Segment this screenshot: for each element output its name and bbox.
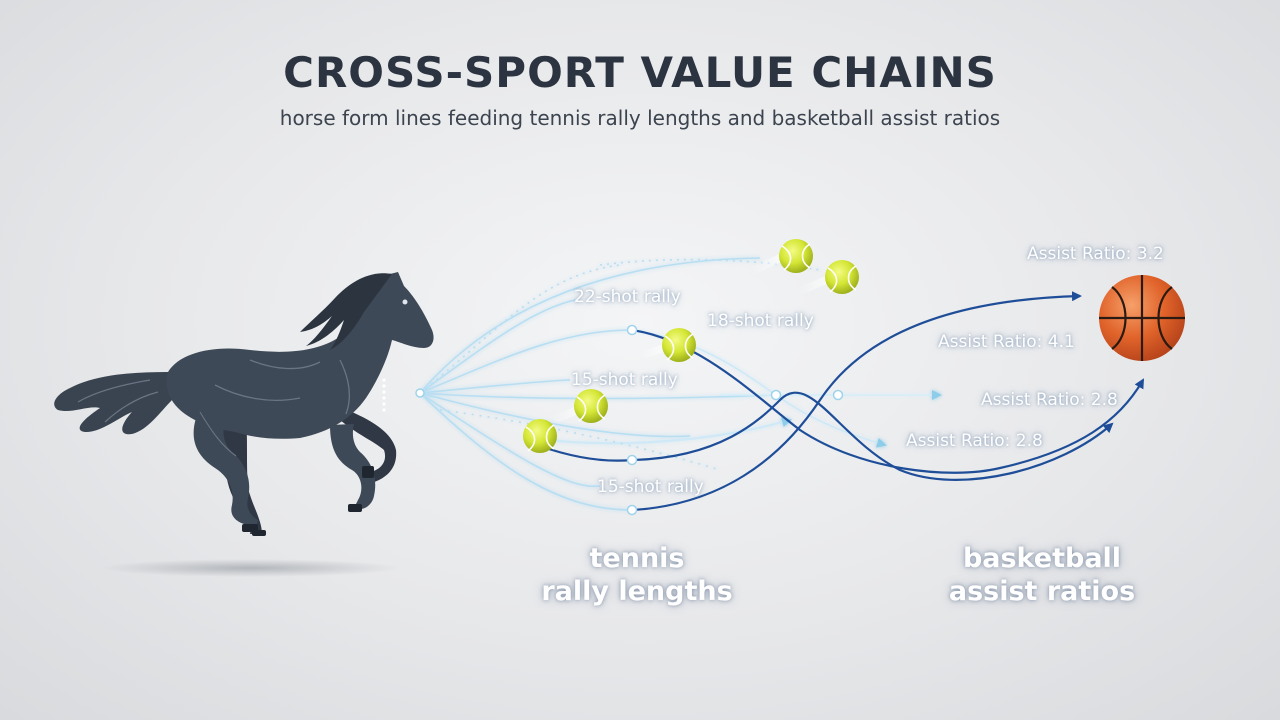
rally-label-22: 22-shot rally <box>574 287 681 307</box>
assist-label-4-1: Assist Ratio: 4.1 <box>938 332 1075 352</box>
node-dot <box>832 389 844 401</box>
basketball-icon <box>1099 275 1185 361</box>
page-subtitle: horse form lines feeding tennis rally le… <box>279 106 1001 130</box>
tennis-balls <box>523 239 859 453</box>
tennis-section-line1: tennis <box>589 543 685 574</box>
node-dot <box>626 504 638 516</box>
rally-label-18: 18-shot rally <box>707 311 814 331</box>
assist-label-2-8-lower: Assist Ratio: 2.8 <box>906 431 1043 451</box>
horse-shadow <box>100 559 400 577</box>
basketball-section-line1: basketball <box>962 543 1122 574</box>
node-dot <box>415 388 425 398</box>
tennis-section-label: tennis rally lengths <box>517 542 757 608</box>
assist-label-3-2: Assist Ratio: 3.2 <box>1027 244 1164 264</box>
page-title: CROSS-SPORT VALUE CHAINS <box>283 48 997 97</box>
node-dots <box>415 324 844 516</box>
source-dots <box>382 378 386 412</box>
node-dot <box>626 324 638 336</box>
tennis-ball-icon <box>746 239 813 276</box>
tennis-ball-icon <box>523 419 557 453</box>
assist-label-2-8-upper: Assist Ratio: 2.8 <box>981 390 1118 410</box>
node-dot <box>770 389 782 401</box>
tennis-ball-icon <box>794 260 859 296</box>
rally-label-15-bottom: 15-shot rally <box>597 477 704 497</box>
tennis-section-line2: rally lengths <box>541 576 733 607</box>
basketball-section-line2: assist ratios <box>948 576 1136 607</box>
rally-label-15-top: 15-shot rally <box>571 370 678 390</box>
node-dot <box>626 454 638 466</box>
horse-icon <box>54 272 434 536</box>
tennis-ball-icon <box>636 328 696 362</box>
basketball-section-label: basketball assist ratios <box>912 542 1172 608</box>
tennis-ball-icon <box>548 389 608 424</box>
